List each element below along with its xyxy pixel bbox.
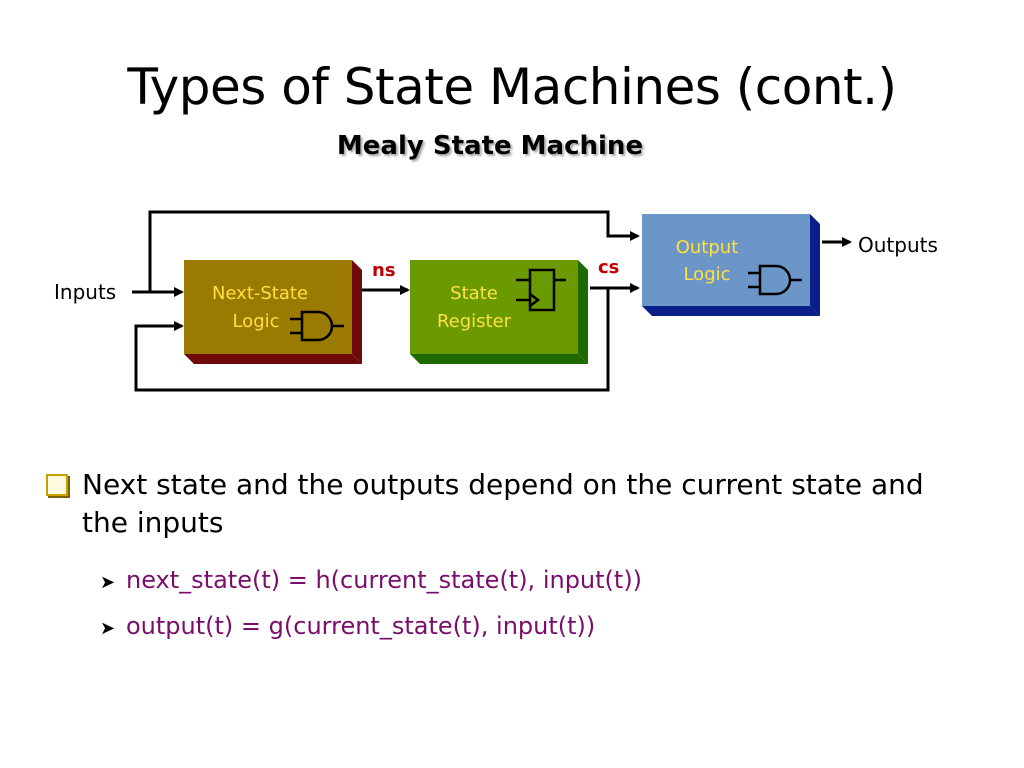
inputs-label: Inputs bbox=[54, 280, 116, 304]
sub-bullet-text: output(t) = g(current_state(t), input(t)… bbox=[126, 612, 596, 640]
sub-bullet-next-state: ➤ next_state(t) = h(current_state(t), inp… bbox=[100, 566, 642, 594]
arrow-bullet-icon: ➤ bbox=[100, 572, 116, 593]
wires bbox=[132, 210, 852, 392]
output-logic-label-1: Output bbox=[676, 237, 739, 258]
state-register-face bbox=[410, 260, 578, 354]
sub-bullet-output: ➤ output(t) = g(current_state(t), input(t… bbox=[100, 612, 595, 640]
and-gate-icon bbox=[748, 264, 802, 296]
ns-label: ns bbox=[372, 260, 396, 281]
arrow-bullet-icon: ➤ bbox=[100, 618, 116, 639]
state-register-label-2: Register bbox=[437, 311, 512, 332]
cs-label: cs bbox=[598, 257, 619, 278]
outputs-label: Outputs bbox=[858, 233, 938, 257]
sub-bullet-text: next_state(t) = h(current_state(t), inpu… bbox=[126, 566, 643, 594]
next-state-logic-label-2: Logic bbox=[232, 311, 279, 332]
state-register-block: State Register bbox=[410, 260, 588, 364]
state-register-label-1: State bbox=[450, 283, 498, 304]
and-gate-icon bbox=[290, 310, 344, 342]
input-to-output-logic-wire bbox=[148, 210, 640, 292]
slide-subtitle: Mealy State Machine bbox=[336, 131, 644, 161]
cs-feedback-wire bbox=[134, 288, 610, 392]
slide-title: Types of State Machines (cont.) bbox=[127, 58, 897, 116]
checkbox-bullet-icon bbox=[46, 474, 68, 496]
flip-flop-icon bbox=[516, 268, 566, 312]
next-state-logic-face bbox=[184, 260, 352, 354]
output-logic-face bbox=[642, 214, 810, 306]
main-bullet: Next state and the outputs depend on the… bbox=[46, 466, 946, 542]
output-logic-block: Output Logic bbox=[642, 214, 820, 316]
main-bullet-text: Next state and the outputs depend on the… bbox=[82, 468, 924, 539]
next-state-logic-block: Next-State Logic bbox=[184, 260, 362, 364]
next-state-logic-label-1: Next-State bbox=[212, 283, 308, 304]
output-logic-label-2: Logic bbox=[683, 264, 730, 285]
